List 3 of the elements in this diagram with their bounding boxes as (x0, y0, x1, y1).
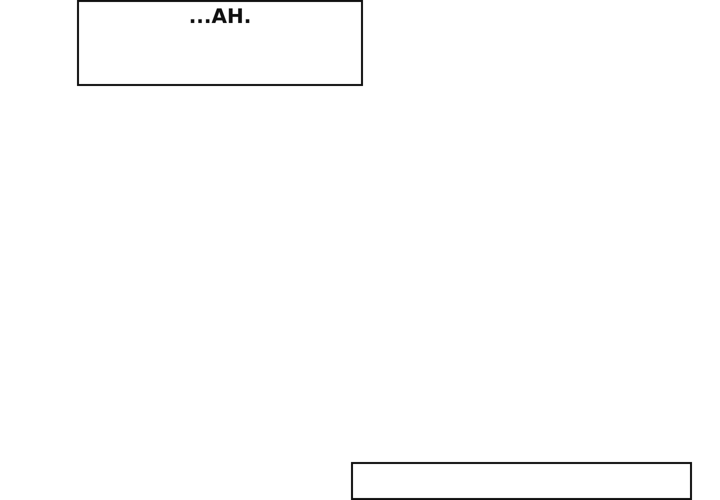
speech-text: ...AH. (188, 4, 252, 28)
comic-panel (77, 0, 363, 86)
comic-panel (351, 462, 692, 500)
